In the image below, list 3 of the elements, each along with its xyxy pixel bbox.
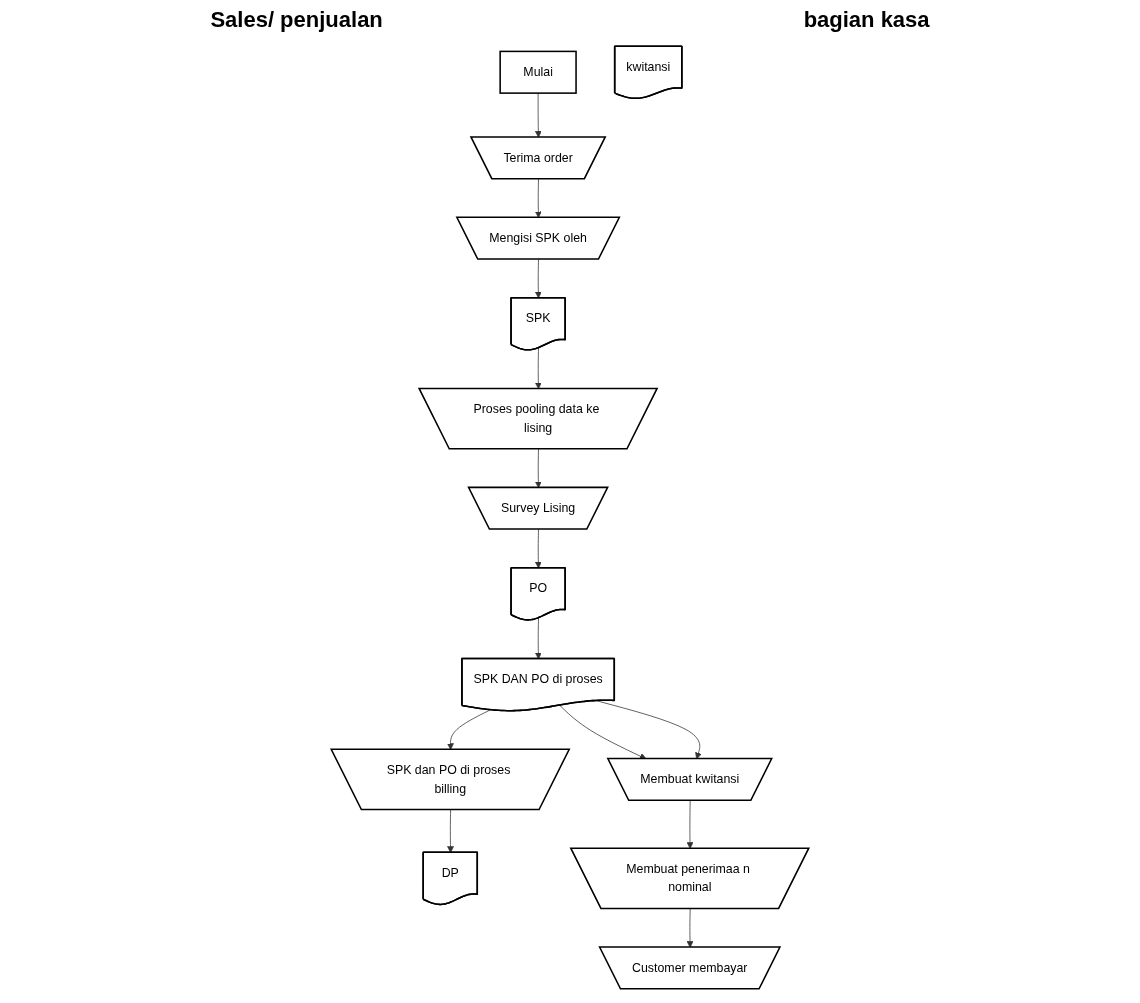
lane-heading: bagian kasa bbox=[803, 7, 930, 33]
lane-heading: Sales/ penjualan bbox=[210, 7, 383, 33]
node-box: Mulai bbox=[499, 50, 577, 94]
